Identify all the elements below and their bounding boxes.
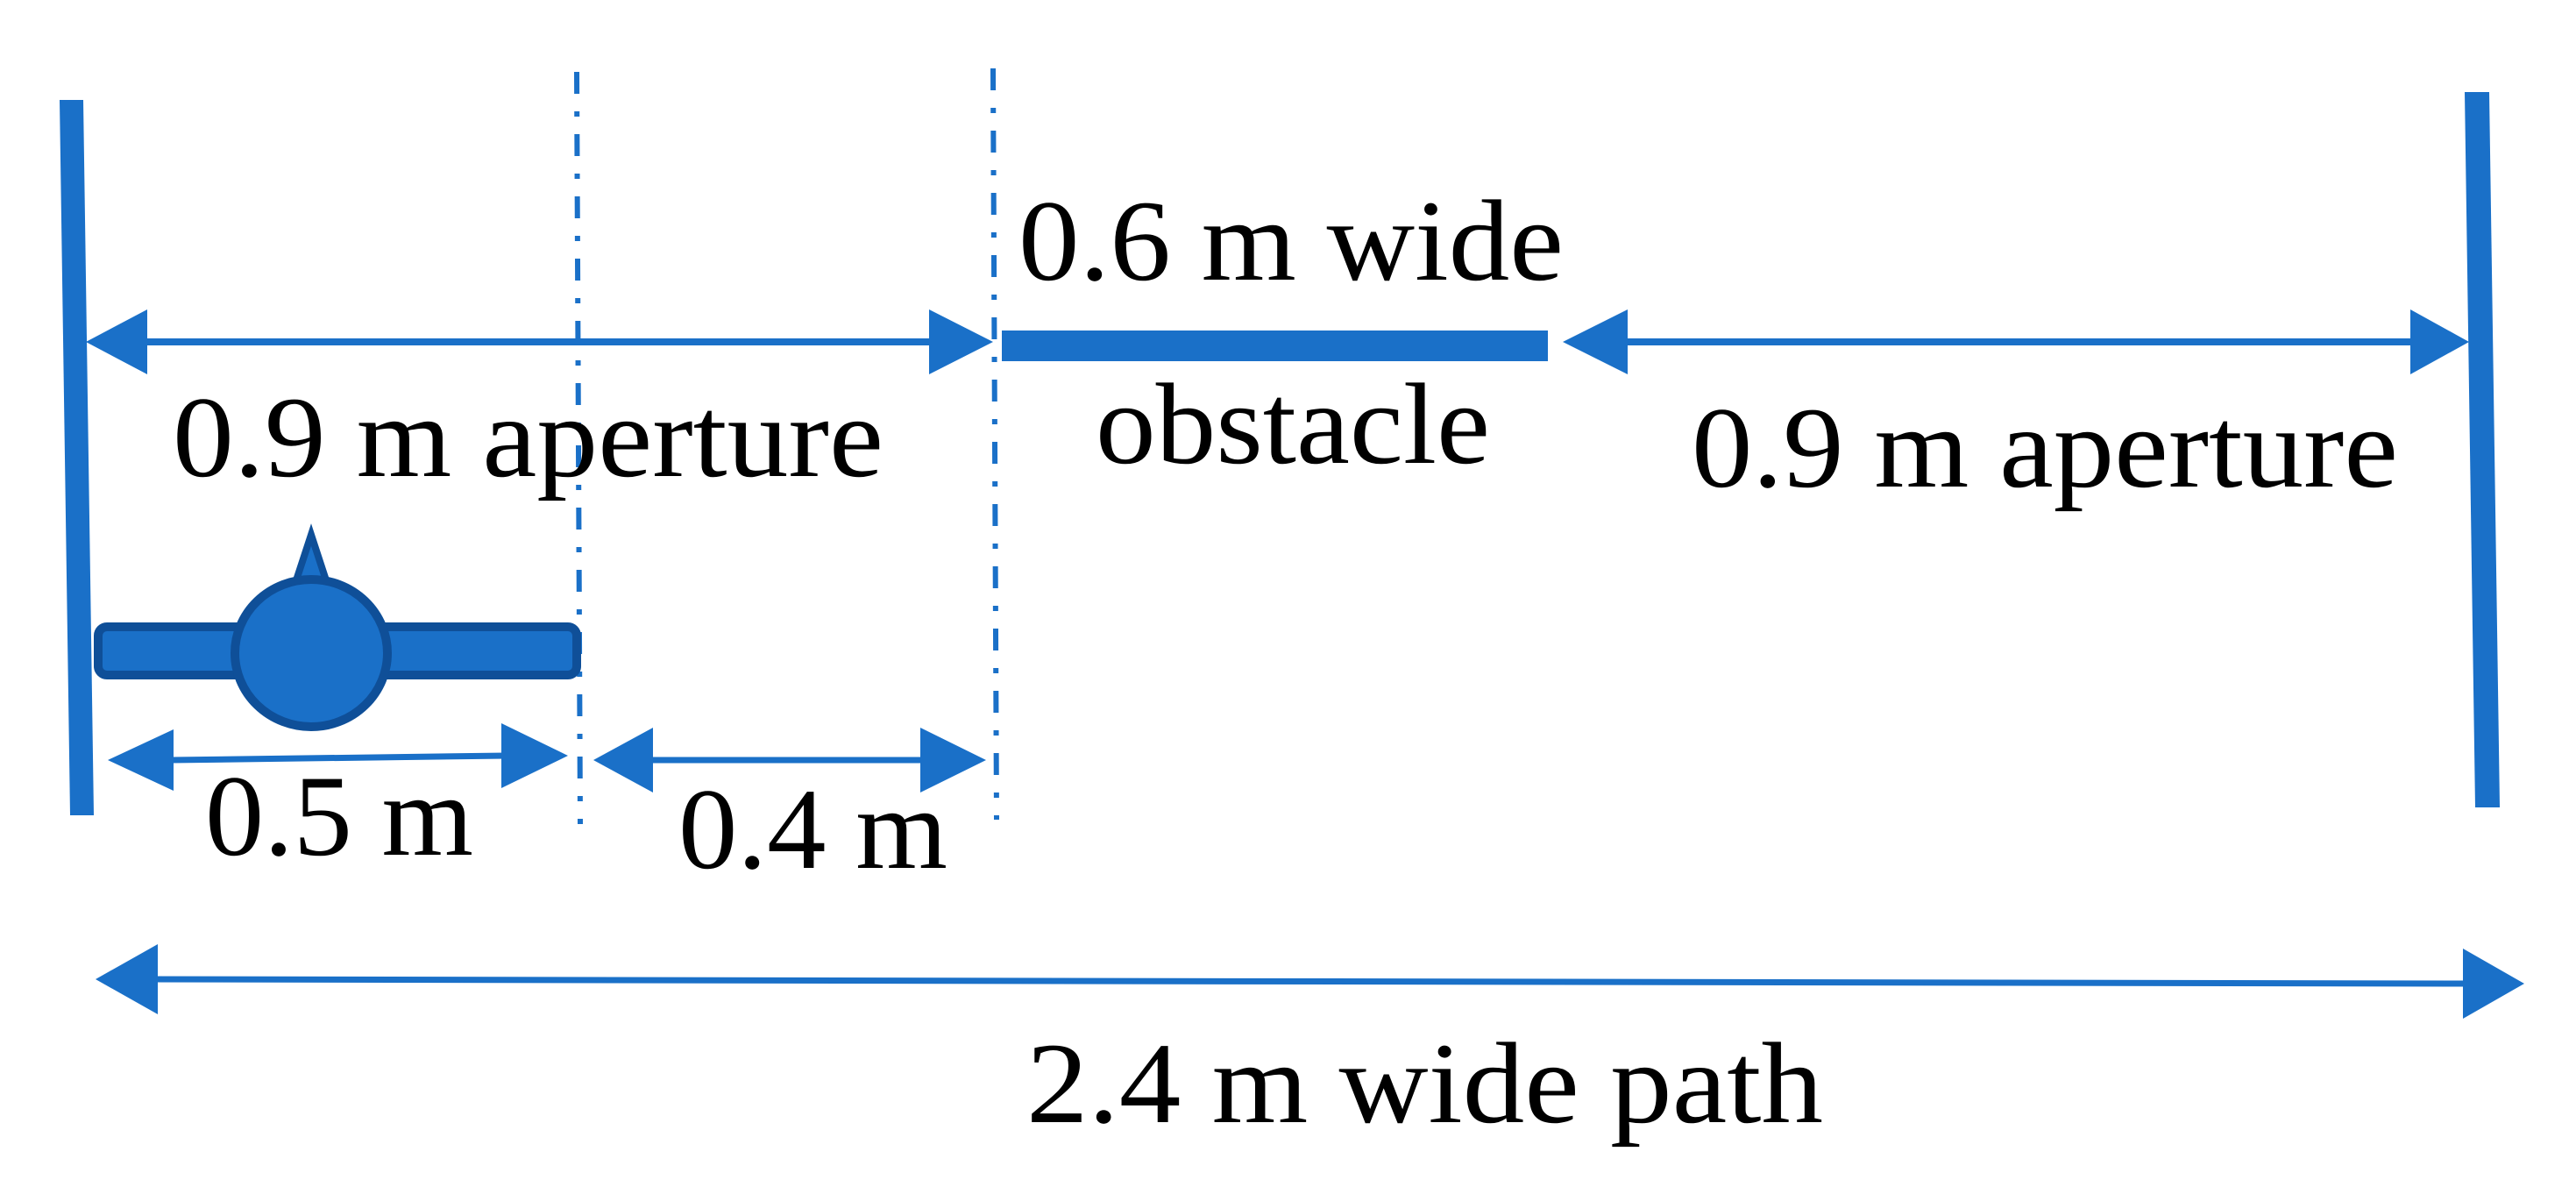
arrowhead-right-icon xyxy=(929,309,993,374)
robot-body xyxy=(231,575,392,731)
dash-dot-line-obstacle-edge xyxy=(990,68,999,821)
obstacle-bar xyxy=(1002,331,1548,361)
arrowhead-left-icon xyxy=(96,944,158,1014)
arrowhead-left-icon xyxy=(86,309,147,374)
arrowhead-left-icon xyxy=(593,728,653,793)
left-aperture-dimension-arrow xyxy=(86,309,993,374)
arrowhead-right-icon xyxy=(920,728,986,793)
right-wall xyxy=(2465,92,2500,807)
dash-dot-line-robot-edge xyxy=(574,71,583,825)
right-aperture-dimension-arrow xyxy=(1563,309,2469,374)
path-width-label: 2.4 m wide path xyxy=(1026,1019,1823,1148)
right-aperture-label: 0.9 m aperture xyxy=(1692,383,2398,512)
arrowhead-left-icon xyxy=(1563,309,1628,374)
obstacle-label: obstacle xyxy=(1096,359,1490,488)
clearance-label: 0.4 m xyxy=(678,764,947,893)
robot-icon xyxy=(94,523,581,731)
left-wall xyxy=(60,100,94,815)
arrowhead-left-icon xyxy=(108,729,174,791)
arrowhead-right-icon xyxy=(501,723,568,788)
left-aperture-label: 0.9 m aperture xyxy=(173,373,884,501)
obstacle-width-label: 0.6 m wide xyxy=(1018,176,1564,305)
path-width-dimension-arrow xyxy=(96,944,2524,1019)
arrowhead-right-icon xyxy=(2463,949,2524,1019)
clearance-dimension-arrow xyxy=(593,728,986,793)
robot-width-label: 0.5 m xyxy=(205,751,473,880)
robot-width-dimension-arrow xyxy=(108,723,568,791)
arrowhead-right-icon xyxy=(2410,309,2469,374)
